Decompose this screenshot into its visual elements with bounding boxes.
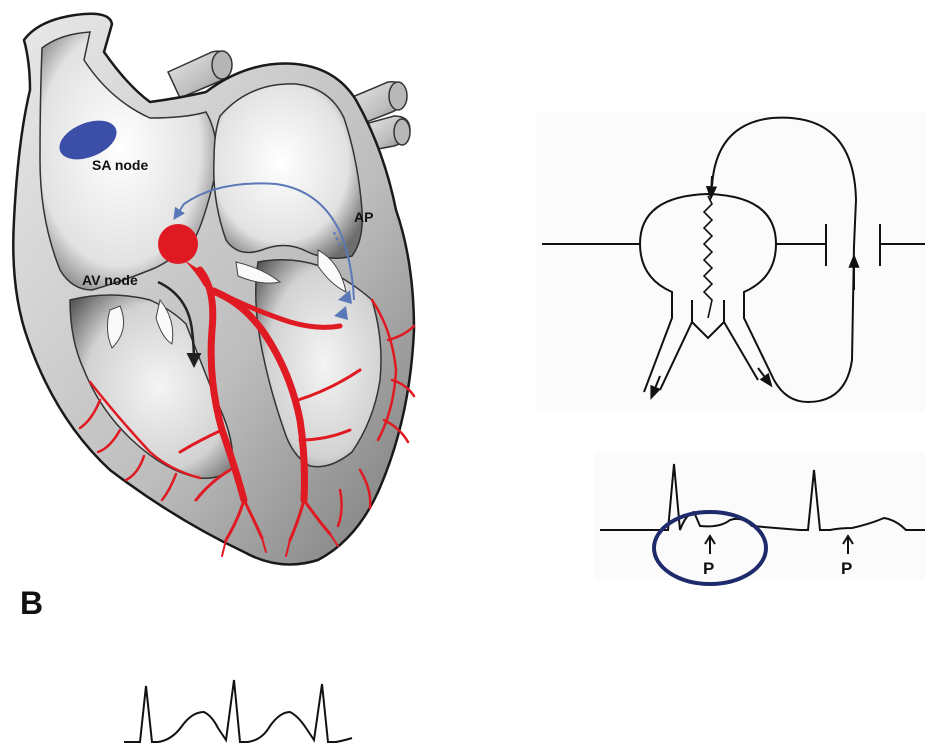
circuit-background: [536, 112, 925, 412]
p-label-1: P: [703, 559, 714, 578]
av-node: [158, 224, 198, 264]
ecg-inset: P P: [594, 452, 925, 584]
p-label-2: P: [841, 559, 852, 578]
ecg-inset-background: [594, 452, 925, 580]
panel-b-ecg-trace: [124, 680, 352, 742]
sa-node-label: SA node: [92, 157, 148, 173]
panel-b-label: B: [20, 585, 43, 621]
heart-illustration: SA node AP AV node: [13, 14, 414, 565]
loop-arrow-down: [711, 176, 712, 196]
ap-label: AP: [354, 209, 373, 225]
av-node-label: AV node: [82, 272, 138, 288]
reentry-circuit-diagram: [536, 112, 925, 412]
